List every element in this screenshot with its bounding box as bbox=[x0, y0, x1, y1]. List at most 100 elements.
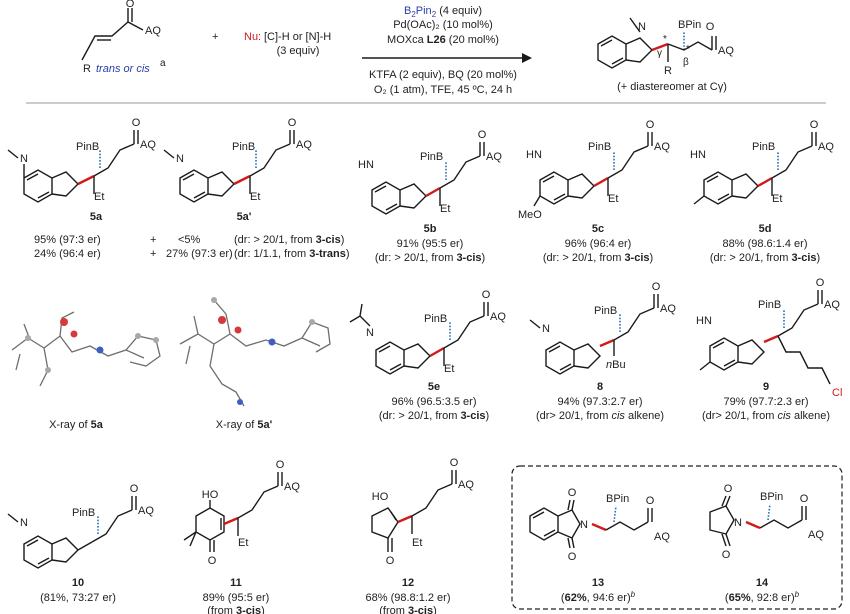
svg-text:(65%, 92:8 er)b: (65%, 92:8 er)b bbox=[725, 590, 800, 604]
svg-text:AQ: AQ bbox=[654, 141, 670, 153]
label-11: 11 bbox=[230, 577, 242, 589]
svg-text:N: N bbox=[20, 517, 28, 529]
svg-text:N: N bbox=[734, 517, 742, 529]
svg-text:O: O bbox=[276, 459, 285, 471]
nu-label: Nu: bbox=[244, 31, 261, 43]
product-general: N R O BPin AQ γ β * * (+ diastereomer at… bbox=[597, 17, 734, 93]
svg-text:(dr: > 20/1, from 3-cis): (dr: > 20/1, from 3-cis) bbox=[710, 252, 820, 264]
product-aq: AQ bbox=[718, 45, 734, 57]
compound-9: HN Cl O PinB AQ 9 79% (97.7:2.3 er) (dr>… bbox=[696, 277, 842, 422]
svg-text:PinB: PinB bbox=[76, 141, 99, 153]
svg-text:O: O bbox=[816, 277, 825, 289]
svg-text:91% (95:5 er): 91% (95:5 er) bbox=[397, 238, 464, 250]
compound-5b: HN Et O PinB AQ 5b 91% (95:5 er) (dr: > … bbox=[358, 129, 502, 264]
svg-text:O: O bbox=[126, 0, 135, 10]
substrate-geometry: trans or cis bbox=[96, 63, 150, 75]
substrate-r: R bbox=[83, 63, 91, 75]
svg-text:O: O bbox=[646, 119, 655, 131]
svg-text:68% (98.8:1.2 er): 68% (98.8:1.2 er) bbox=[366, 592, 451, 604]
svg-text:AQ: AQ bbox=[138, 505, 154, 517]
svg-text:*: * bbox=[686, 44, 690, 55]
svg-text:O: O bbox=[208, 555, 217, 567]
svg-text:Et: Et bbox=[772, 193, 782, 205]
svg-text:O: O bbox=[288, 117, 297, 129]
svg-text:AQ: AQ bbox=[818, 141, 834, 153]
svg-text:AQ: AQ bbox=[654, 531, 670, 543]
svg-text:(from 3-cis): (from 3-cis) bbox=[379, 605, 436, 614]
nucleophile-reagent: Nu: [C]-H or [N]-H (3 equiv) bbox=[244, 31, 331, 57]
svg-text:(dr: > 20/1, from 3-cis): (dr: > 20/1, from 3-cis) bbox=[234, 234, 344, 246]
svg-text:O: O bbox=[130, 483, 139, 495]
reagent-pd: Pd(OAc)₂ (10 mol%) bbox=[393, 19, 493, 31]
compound-5c: HN MeO Et O PinB AQ 5c 96% (96:4 er) (dr… bbox=[518, 119, 670, 264]
svg-text:MeO: MeO bbox=[518, 209, 542, 221]
svg-text:O: O bbox=[568, 487, 577, 499]
svg-text:24% (96:4 er): 24% (96:4 er) bbox=[34, 248, 101, 260]
compound-14: N O O O BPin AQ 14 (65%, 92:8 er)b bbox=[709, 483, 824, 604]
svg-text:(81%, 73:27 er): (81%, 73:27 er) bbox=[40, 592, 116, 604]
svg-text:96% (96.5:3.5 er): 96% (96.5:3.5 er) bbox=[392, 396, 477, 408]
svg-text:Et: Et bbox=[238, 537, 248, 549]
nitrogen-nucleophile-box bbox=[511, 465, 843, 610]
svg-text:PinB: PinB bbox=[588, 141, 611, 153]
xray-structure-5a: X-ray of 5a bbox=[11, 311, 161, 431]
svg-text:<5%: <5% bbox=[178, 234, 201, 246]
label-5b: 5b bbox=[424, 223, 437, 235]
svg-text:PinB: PinB bbox=[594, 305, 617, 317]
svg-text:(dr: > 20/1, from 3-cis): (dr: > 20/1, from 3-cis) bbox=[543, 252, 653, 264]
label-5a: 5a bbox=[90, 211, 103, 223]
svg-text:+: + bbox=[150, 248, 156, 260]
label-12: 12 bbox=[402, 577, 414, 589]
svg-text:*: * bbox=[663, 34, 667, 45]
svg-text:Cl: Cl bbox=[832, 387, 842, 399]
svg-text:O: O bbox=[652, 281, 661, 293]
svg-text:AQ: AQ bbox=[296, 139, 312, 151]
reaction-arrow: B2Pin2 (4 equiv) Pd(OAc)₂ (10 mol%) MOXc… bbox=[362, 5, 532, 96]
svg-text:AQ: AQ bbox=[486, 151, 502, 163]
svg-text:HN: HN bbox=[696, 315, 712, 327]
product-diastereomer-note: (+ diastereomer at Cγ) bbox=[617, 81, 727, 93]
svg-text:N: N bbox=[176, 153, 184, 165]
svg-text:O: O bbox=[386, 555, 395, 567]
svg-text:Et: Et bbox=[412, 537, 422, 549]
svg-text:PinB: PinB bbox=[424, 313, 447, 325]
svg-text:AQ: AQ bbox=[660, 303, 676, 315]
atmosphere-conditions: O₂ (1 atm), TFE, 45 ºC, 24 h bbox=[374, 84, 512, 96]
svg-text:(62%, 94:6 er)b: (62%, 94:6 er)b bbox=[561, 590, 636, 604]
compound-10: N O PinB AQ 10 (81%, 73:27 er) bbox=[7, 483, 154, 604]
svg-text:O: O bbox=[706, 21, 715, 33]
svg-text:AQ: AQ bbox=[140, 139, 156, 151]
svg-text:79% (97.7:2.3 er): 79% (97.7:2.3 er) bbox=[724, 396, 809, 408]
svg-text:27% (97:3 er): 27% (97:3 er) bbox=[166, 248, 233, 260]
label-5e: 5e bbox=[428, 381, 440, 393]
xray-structure-5a-prime: X-ray of 5a' bbox=[179, 297, 331, 431]
svg-text:HO: HO bbox=[202, 489, 219, 501]
product-bpin: BPin bbox=[678, 19, 701, 31]
reagent-b2pin2: B2Pin2 (4 equiv) bbox=[404, 5, 482, 19]
compound-5a-prime: N Et O PinB AQ 5a' bbox=[163, 117, 312, 223]
substrate-aq: AQ bbox=[145, 25, 161, 37]
compound-5d: HN Et O PinB AQ 5d 88% (98.6:1.4 er) (dr… bbox=[690, 119, 834, 264]
nu-equiv: (3 equiv) bbox=[277, 45, 320, 57]
svg-text:N: N bbox=[580, 519, 588, 531]
svg-text:O: O bbox=[450, 457, 459, 469]
label-13: 13 bbox=[592, 577, 604, 589]
svg-text:Et: Et bbox=[444, 363, 454, 375]
svg-text:AQ: AQ bbox=[284, 481, 300, 493]
svg-text:PinB: PinB bbox=[72, 507, 95, 519]
svg-text:PinB: PinB bbox=[232, 141, 255, 153]
svg-text:O: O bbox=[646, 495, 655, 507]
svg-text:β: β bbox=[683, 57, 689, 68]
svg-text:O: O bbox=[724, 483, 733, 495]
svg-text:+: + bbox=[150, 234, 156, 246]
svg-text:94% (97.3:2.7 er): 94% (97.3:2.7 er) bbox=[558, 396, 643, 408]
svg-text:Et: Et bbox=[608, 193, 618, 205]
svg-text:AQ: AQ bbox=[824, 299, 840, 311]
plus-sign: + bbox=[212, 31, 218, 43]
compound-5e: N Et O PinB AQ 5e 96% (96.5:3.5 er) (dr:… bbox=[349, 289, 506, 422]
svg-text:HN: HN bbox=[526, 149, 542, 161]
svg-text:X-ray of 5a: X-ray of 5a bbox=[49, 419, 104, 431]
svg-text:N: N bbox=[366, 327, 374, 339]
compound-13: N O O O BPin AQ 13 (62%, 94:6 er)b bbox=[529, 487, 670, 604]
